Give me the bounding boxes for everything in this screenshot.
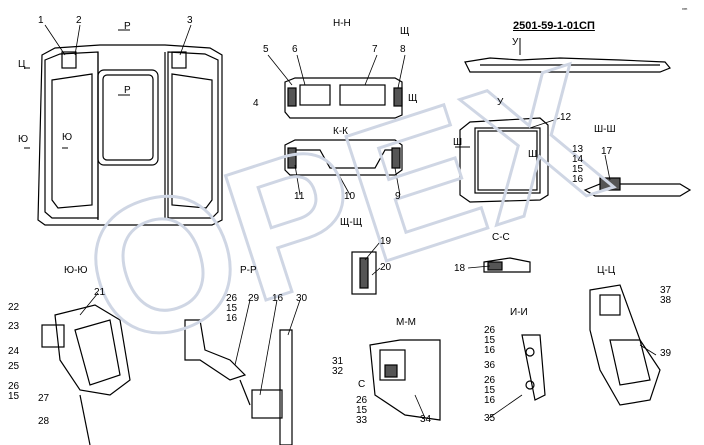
section-title-yuyu: Ю-Ю xyxy=(64,265,88,276)
section-rr-drawing xyxy=(184,319,293,445)
callout-38: 38 xyxy=(660,295,672,306)
section-title-shsh: Ш-Ш xyxy=(594,124,616,135)
marker-p-mid: Р xyxy=(124,85,131,96)
callout-26-rr: 26 xyxy=(226,293,238,304)
marker-yu-left: Ю xyxy=(18,134,29,145)
section-kk-drawing xyxy=(284,139,403,176)
callout-15-ii: 15 xyxy=(484,335,496,346)
callout-12: 12 xyxy=(560,112,572,123)
callout-15-rr: 15 xyxy=(226,303,238,314)
section-title-u: У xyxy=(497,97,504,108)
callout-15-yu: 15 xyxy=(8,391,20,402)
section-ii-drawing xyxy=(521,334,546,401)
callout-7: 7 xyxy=(372,44,378,55)
leader-lines xyxy=(44,24,657,419)
callout-37: 37 xyxy=(660,285,672,296)
callout-19: 19 xyxy=(380,236,392,247)
callout-6: 6 xyxy=(292,44,298,55)
callout-35: 35 xyxy=(484,413,496,424)
callout-16-ii-b: 16 xyxy=(484,395,496,406)
marker-p-top: Р xyxy=(124,21,131,32)
callout-15-ii-b: 15 xyxy=(484,385,496,396)
callout-5: 5 xyxy=(263,44,269,55)
callout-26-yu: 26 xyxy=(8,381,20,392)
callout-16-rr: 16 xyxy=(226,313,238,324)
callout-17: 17 xyxy=(601,146,613,157)
callout-30: 30 xyxy=(296,293,308,304)
marker-yu-mid: Ю xyxy=(62,132,73,143)
section-title-cc: С-С xyxy=(492,232,510,243)
section-title-mm: М-М xyxy=(396,317,416,328)
callout-4: 4 xyxy=(253,98,259,109)
document-number: 2501-59-1-01СП xyxy=(513,20,595,32)
section-tsts-drawing xyxy=(589,284,661,406)
section-shsh-drawing xyxy=(583,177,692,197)
callout-23: 23 xyxy=(8,321,20,332)
callout-1: 1 xyxy=(38,15,44,26)
callout-34: 34 xyxy=(420,414,432,425)
view-u-drawing xyxy=(459,117,549,203)
section-cc-drawing xyxy=(483,257,531,273)
callout-3: 3 xyxy=(187,15,193,26)
callout-26-ii: 26 xyxy=(484,325,496,336)
callout-16-rr-b: 16 xyxy=(272,293,284,304)
callout-31: 31 xyxy=(332,356,344,367)
callout-13: 13 xyxy=(572,144,584,155)
marker-c: С xyxy=(358,379,366,390)
callout-8: 8 xyxy=(400,44,406,55)
callout-15-mm: 15 xyxy=(356,405,368,416)
callout-32: 32 xyxy=(332,366,344,377)
section-title-nn: Н-Н xyxy=(333,18,351,29)
callout-20: 20 xyxy=(380,262,392,273)
callout-16-ii: 16 xyxy=(484,345,496,356)
section-markers xyxy=(24,29,521,149)
marker-sh: Ш xyxy=(453,137,463,148)
callout-27: 27 xyxy=(38,393,50,404)
section-title-rr: Р-Р xyxy=(240,265,257,276)
callout-22: 22 xyxy=(8,302,20,313)
marker-sh-2: Ш xyxy=(528,149,538,160)
marker-shch-right: Щ xyxy=(408,93,418,104)
corner-mark: vm xyxy=(682,6,688,11)
section-shchshch-drawing xyxy=(351,251,377,295)
section-mm-drawing xyxy=(369,339,441,421)
section-title-kk: К-К xyxy=(333,126,348,137)
section-yuyu-drawing xyxy=(41,304,131,445)
callout-16: 16 xyxy=(572,174,584,185)
section-title-ii: И-И xyxy=(510,307,528,318)
section-title-shchshch: Щ-Щ xyxy=(340,217,363,228)
callout-2: 2 xyxy=(76,15,82,26)
callout-14: 14 xyxy=(572,154,584,165)
callout-28: 28 xyxy=(38,416,50,427)
callout-21: 21 xyxy=(94,287,106,298)
view-u-strip xyxy=(464,57,671,73)
cabin-front-view xyxy=(37,44,223,226)
callout-39: 39 xyxy=(660,348,672,359)
marker-shch-top: Щ xyxy=(400,26,410,37)
callout-25: 25 xyxy=(8,361,20,372)
callout-11: 11 xyxy=(294,191,305,202)
section-nn-drawing xyxy=(284,77,403,119)
callout-26-mm: 26 xyxy=(356,395,368,406)
callout-10: 10 xyxy=(344,191,356,202)
callout-24: 24 xyxy=(8,346,20,357)
callout-36: 36 xyxy=(484,360,496,371)
marker-u-arrow: У xyxy=(512,37,519,48)
callout-33: 33 xyxy=(356,415,368,426)
callout-18: 18 xyxy=(454,263,466,274)
callout-9: 9 xyxy=(395,191,401,202)
callout-29: 29 xyxy=(248,293,260,304)
callout-15: 15 xyxy=(572,164,584,175)
callout-26-ii-b: 26 xyxy=(484,375,496,386)
marker-ts: Ц xyxy=(18,59,26,70)
section-title-tsts: Ц-Ц xyxy=(597,265,616,276)
